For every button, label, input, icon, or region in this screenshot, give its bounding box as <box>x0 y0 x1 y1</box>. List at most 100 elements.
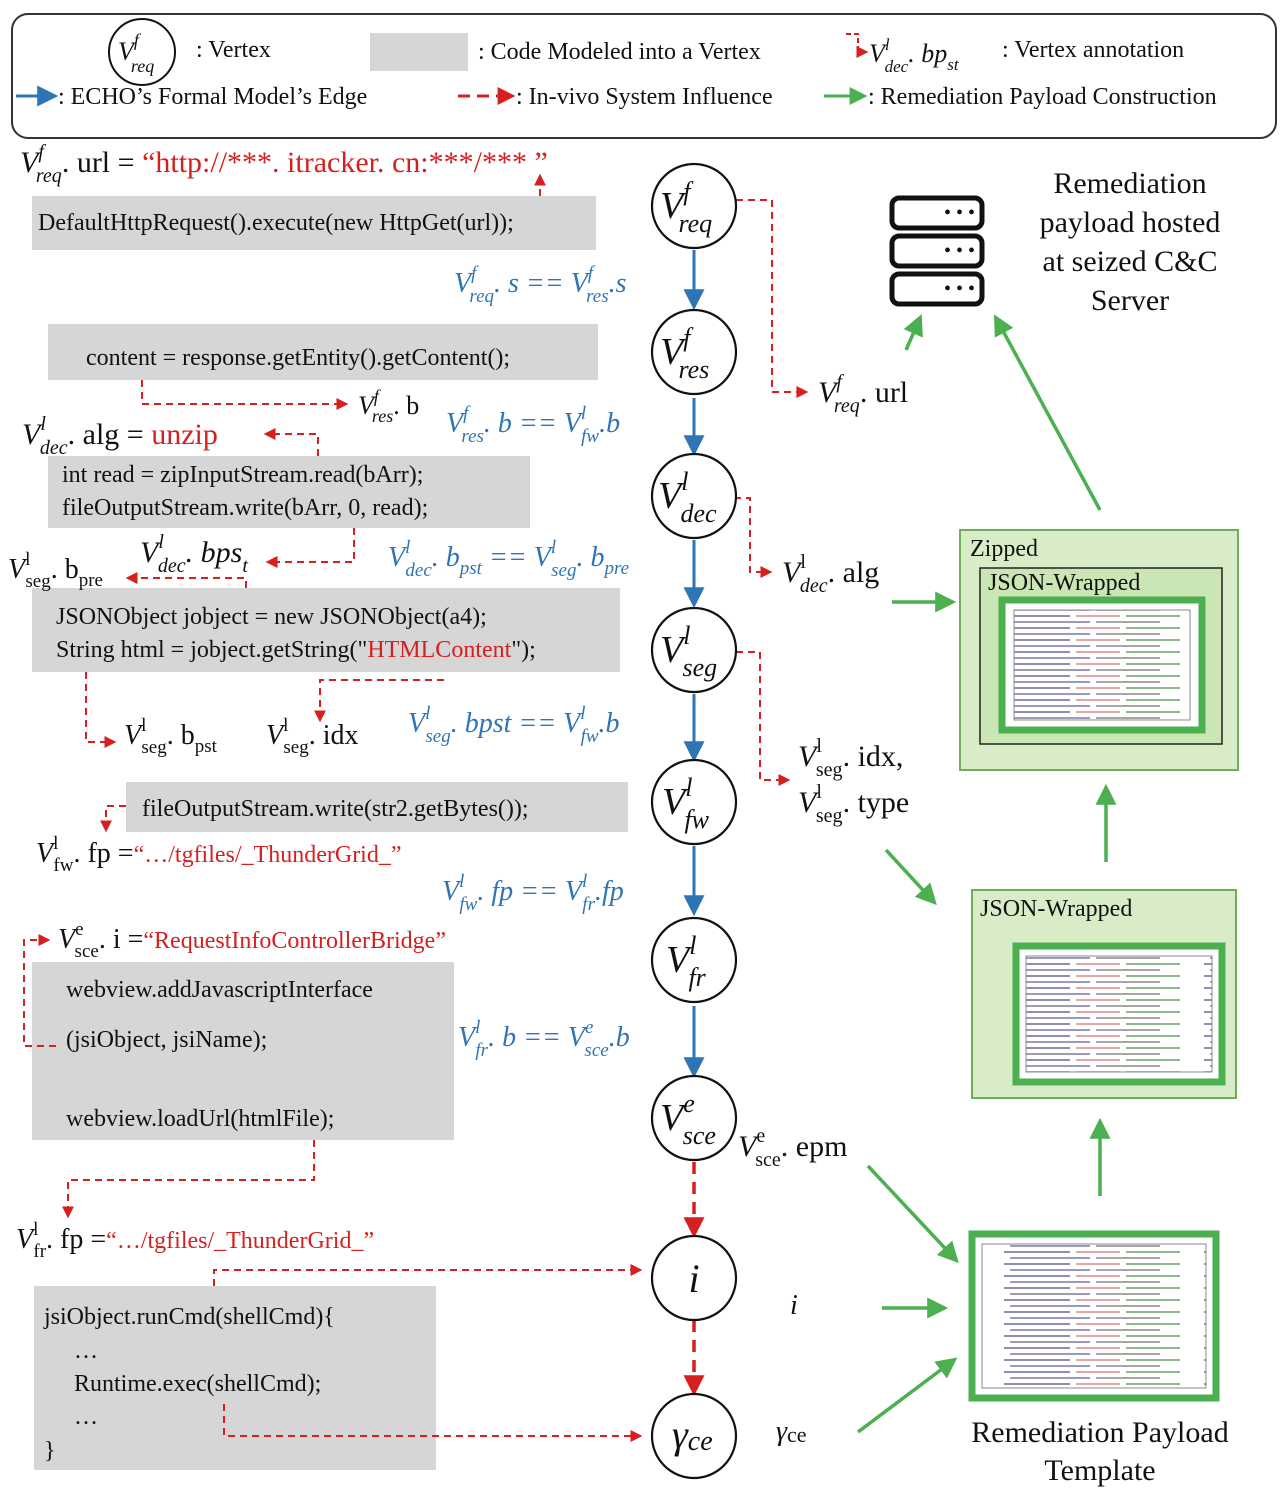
code-box-res <box>48 324 598 380</box>
value-fw-fp: “…/tgfiles/_ThunderGrid_” <box>134 842 402 868</box>
remediation-arrows <box>856 314 1117 1434</box>
annot-right-gamma: γce <box>776 1416 807 1447</box>
code-i-2: … <box>74 1338 98 1364</box>
influence-res-b <box>141 380 349 410</box>
influence-fw-fp <box>100 805 126 833</box>
code-sce-2: (jsiObject, jsiName); <box>66 1027 267 1053</box>
svg-text:• • •: • • • <box>944 278 975 300</box>
json-wrapped-label: JSON-Wrapped <box>980 896 1132 922</box>
legend-frame <box>11 13 1277 139</box>
svg-text:• • •: • • • <box>944 240 975 262</box>
code-seg-2b: HTMLContent <box>367 637 511 663</box>
legend-edge-label: : ECHO’s Formal Model’s Edge <box>58 84 367 110</box>
influence-seg-bpre <box>125 572 247 588</box>
legend-remediation-label: : Remediation Payload Construction <box>868 84 1217 110</box>
svg-text:payload hosted: payload hosted <box>1040 206 1221 239</box>
template-caption: Remediation Payload Template <box>971 1416 1228 1487</box>
value-fr-fp: “…/tgfiles/_ThunderGrid_” <box>106 1228 374 1254</box>
annot-right-i: i <box>790 1290 798 1321</box>
svg-text:i: i <box>688 1256 699 1301</box>
influence-seg-bpst <box>85 672 117 748</box>
code-dec-1: int read = zipInputStream.read(bArr); <box>62 462 423 488</box>
zipped-json-label: JSON-Wrapped <box>988 570 1140 596</box>
code-box-i <box>34 1286 436 1470</box>
vertex-i: i <box>650 1234 738 1322</box>
green-gamma-to-template <box>856 1357 958 1434</box>
value-url: “http://***. itracker. cn:***/*** ” <box>142 146 548 179</box>
code-seg-2c: "); <box>511 637 535 663</box>
code-i-4: … <box>74 1404 98 1430</box>
code-box-dec <box>48 456 530 528</box>
influence-sce-i <box>23 934 56 1047</box>
code-dec-2: fileOutputStream.write(bArr, 0, read); <box>62 495 428 521</box>
green-seg-to-json <box>884 848 937 906</box>
legend-vertex-label: : Vertex <box>196 37 271 63</box>
svg-text:Server: Server <box>1091 284 1169 317</box>
code-seg-1: JSONObject jobject = new JSONObject(a4); <box>56 604 487 630</box>
zipped-label: Zipped <box>970 536 1038 562</box>
influence-sce-fr-fp <box>62 1140 315 1219</box>
influence-lines <box>23 173 809 1442</box>
green-url-to-server <box>903 314 923 351</box>
svg-text:at seized C&C: at seized C&C <box>1043 245 1218 278</box>
code-i-1: jsiObject.runCmd(shellCmd){ <box>43 1304 335 1330</box>
code-sce-3: webview.loadUrl(htmlFile); <box>66 1106 334 1132</box>
influence-i-code <box>213 1264 643 1286</box>
legend-influence-label: : In-vivo System Influence <box>516 84 773 110</box>
code-seg-2: String html = jobject.getString("HTMLCon… <box>56 637 536 663</box>
influence-dec-alg <box>263 428 319 456</box>
legend-annotation-label: : Vertex annotation <box>1002 37 1184 63</box>
value-alg: unzip <box>151 418 218 451</box>
code-box-req <box>32 196 596 250</box>
legend-vertex-symbol <box>108 18 176 86</box>
code-fw: fileOutputStream.write(str2.getBytes()); <box>142 796 529 822</box>
server-icon: • • • • • • • • • <box>889 195 985 307</box>
code-i-5: } <box>44 1438 56 1464</box>
svg-text:Template: Template <box>1044 1454 1155 1487</box>
zipped-payload: Zipped JSON-Wrapped <box>959 529 1239 771</box>
json-wrapped-payload: JSON-Wrapped <box>971 889 1237 1099</box>
code-seg-2a: String html = jobject.getString(" <box>56 637 367 663</box>
influence-dec-right <box>734 497 773 578</box>
svg-text:γce: γce <box>672 1412 713 1457</box>
green-epm-to-template <box>866 1164 959 1264</box>
influence-req-right <box>736 199 809 398</box>
legend-code-label: : Code Modeled into a Vertex <box>478 39 761 65</box>
code-i-3: Runtime.exec(shellCmd); <box>74 1371 321 1397</box>
server-caption: Remediation payload hosted at seized C&C… <box>1040 167 1221 317</box>
influence-seg-right <box>736 651 791 786</box>
svg-text:Remediation: Remediation <box>1053 167 1206 200</box>
payload-template <box>968 1230 1220 1402</box>
code-sce-1: webview.addJavascriptInterface <box>66 977 373 1003</box>
svg-text:Remediation Payload: Remediation Payload <box>971 1416 1228 1449</box>
green-zipped-to-server <box>993 314 1102 511</box>
code-box-fw <box>126 782 628 832</box>
legend-annotation-arrow <box>846 33 869 58</box>
